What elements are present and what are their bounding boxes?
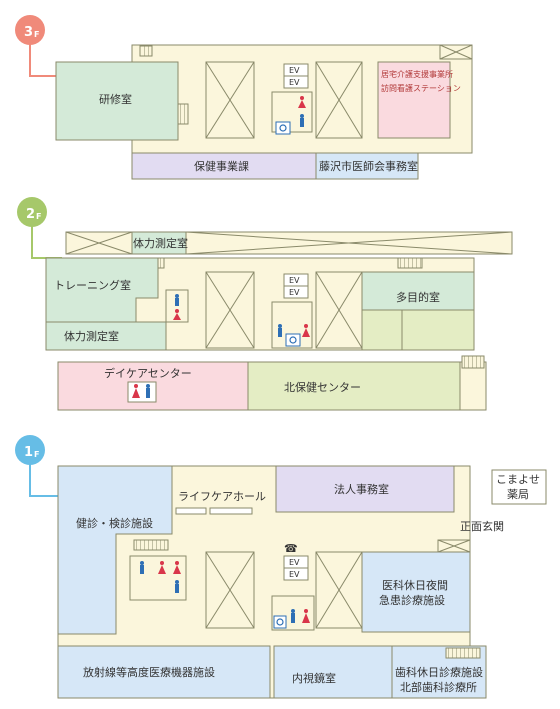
void-2f-left	[205, 271, 255, 349]
room-corporate-office[interactable]	[275, 465, 455, 513]
hall-counter	[209, 507, 253, 515]
badge-1f-connector	[29, 464, 58, 497]
stairs-icon	[397, 257, 423, 269]
void-3f-left	[205, 61, 255, 139]
elevator-2f-2-label: EV	[289, 288, 300, 297]
void-1f-left	[205, 551, 255, 629]
room-day-care-center-label: デイケアセンター	[104, 366, 192, 380]
female-restroom-icon	[298, 96, 306, 108]
main-entrance-label: 正面玄関	[460, 519, 504, 533]
elevator-3f-2	[283, 75, 309, 89]
room-north-health-center[interactable]	[247, 361, 461, 411]
female-restroom-icon	[302, 324, 310, 337]
room-home-care-office-2-label: 訪問看護ステーション	[381, 83, 461, 93]
room-dental-clinic-label-1: 歯科休日診療施設	[395, 665, 483, 679]
pharmacy-box[interactable]	[491, 469, 547, 505]
room-multipurpose-annex	[361, 309, 403, 351]
elevator-2f-1-label: EV	[289, 276, 300, 285]
void-2f-upper-left	[65, 231, 133, 255]
room-fitness-label: 体力測定室	[64, 329, 119, 343]
room-dental-clinic-label-2: 北部歯科診療所	[400, 680, 477, 694]
stairs-icon	[461, 355, 485, 369]
badge-3f-number: 3	[24, 25, 33, 40]
male-restroom-icon	[175, 580, 179, 593]
room-checkup-facility-label: 健診・検診施設	[76, 516, 153, 530]
elevator-3f-1-label: EV	[289, 66, 300, 75]
room-checkup-facility[interactable]	[57, 465, 173, 635]
room-radiology-facility-label: 放射線等高度医療機器施設	[83, 665, 215, 679]
male-restroom-icon	[291, 609, 295, 623]
room-fitness-upper-label: 体力測定室	[133, 236, 188, 250]
room-radiology-facility[interactable]	[57, 645, 271, 699]
room-training[interactable]	[55, 61, 179, 141]
hall-counter	[175, 507, 207, 515]
male-restroom-icon	[300, 114, 304, 127]
void-2f-upper-right	[185, 231, 513, 255]
room-health-division[interactable]	[131, 152, 317, 180]
female-restroom-icon	[173, 561, 181, 574]
male-restroom-icon	[175, 294, 179, 306]
room-life-care-hall-label: ライフケアホール	[178, 490, 266, 503]
room-endoscopy[interactable]	[273, 645, 393, 699]
floor-3: 3 F 研修室 EV EV	[15, 15, 473, 180]
room-health-division-label: 保健事業課	[194, 159, 249, 173]
room-corporate-office-label: 法人事務室	[334, 482, 389, 496]
badge-1f-suffix: F	[34, 450, 39, 459]
floor-1: 1 F こまよせ 薬局 健診・検診施設 ライフケアホール 法人事務室 正面玄関	[15, 435, 547, 699]
room-multipurpose-lower	[401, 309, 475, 351]
room-training-label: 研修室	[99, 92, 132, 106]
elevator-1f-2-label: EV	[289, 570, 300, 579]
room-home-care-offices[interactable]	[377, 61, 451, 139]
elevator-2f-2	[283, 285, 309, 299]
male-restroom-icon	[146, 384, 150, 398]
elevator-3f-2-label: EV	[289, 78, 300, 87]
pharmacy-label-2: 薬局	[507, 488, 529, 501]
female-restroom-icon	[158, 561, 166, 574]
room-endoscopy-label: 内視鏡室	[292, 671, 336, 685]
accessible-restroom-icon	[285, 333, 301, 347]
badge-2f-number: 2	[26, 207, 35, 222]
badge-3f-connector	[29, 44, 58, 77]
room-medical-association-label: 藤沢市医師会事務室	[319, 159, 418, 173]
room-medical-association[interactable]	[315, 152, 419, 180]
stairs-icon	[139, 45, 153, 57]
elevator-1f-1-label: EV	[289, 558, 300, 567]
floor-2: 2 F 体力測定室 トレーニング室 体力測定室	[17, 197, 513, 411]
female-restroom-icon	[173, 309, 181, 320]
male-restroom-icon	[278, 324, 282, 337]
badge-2f-connector	[31, 226, 62, 259]
stairs-icon	[177, 103, 189, 125]
stairs-icon	[133, 539, 169, 551]
void-1f-right	[315, 551, 363, 629]
male-restroom-icon	[140, 561, 144, 574]
pharmacy-label-1: こまよせ	[496, 473, 540, 486]
room-holiday-night-clinic-label-1: 医科休日夜間	[382, 578, 448, 592]
badge-3f: 3 F	[15, 15, 45, 45]
badge-2f-suffix: F	[36, 212, 41, 221]
badge-2f: 2 F	[17, 197, 47, 227]
restroom-day-care	[127, 381, 157, 403]
phone-icon: ☎	[284, 542, 298, 555]
badge-1f-number: 1	[24, 445, 33, 460]
female-restroom-icon	[132, 384, 140, 398]
room-fitness-upper[interactable]	[131, 231, 187, 255]
room-holiday-night-clinic-label-2: 急患診療施設	[379, 593, 445, 607]
void-3f-right	[315, 61, 363, 139]
room-holiday-night-clinic[interactable]	[361, 551, 471, 633]
room-fitness[interactable]	[45, 321, 167, 351]
room-multipurpose-label: 多目的室	[396, 290, 440, 304]
female-restroom-icon	[302, 609, 310, 623]
badge-3f-suffix: F	[34, 30, 39, 39]
stairs-icon	[445, 647, 481, 659]
room-north-health-center-label: 北保健センター	[284, 380, 361, 394]
room-training-gym-label: トレーニング室	[54, 278, 131, 292]
accessible-restroom-icon	[275, 121, 291, 135]
room-home-care-office-1-label: 居宅介護支援事業所	[381, 69, 453, 79]
badge-1f: 1 F	[15, 435, 45, 465]
elevator-1f-2	[283, 567, 309, 581]
void-2f-right	[315, 271, 363, 349]
void-1f-entrance	[437, 539, 471, 553]
accessible-restroom-icon	[273, 615, 287, 629]
